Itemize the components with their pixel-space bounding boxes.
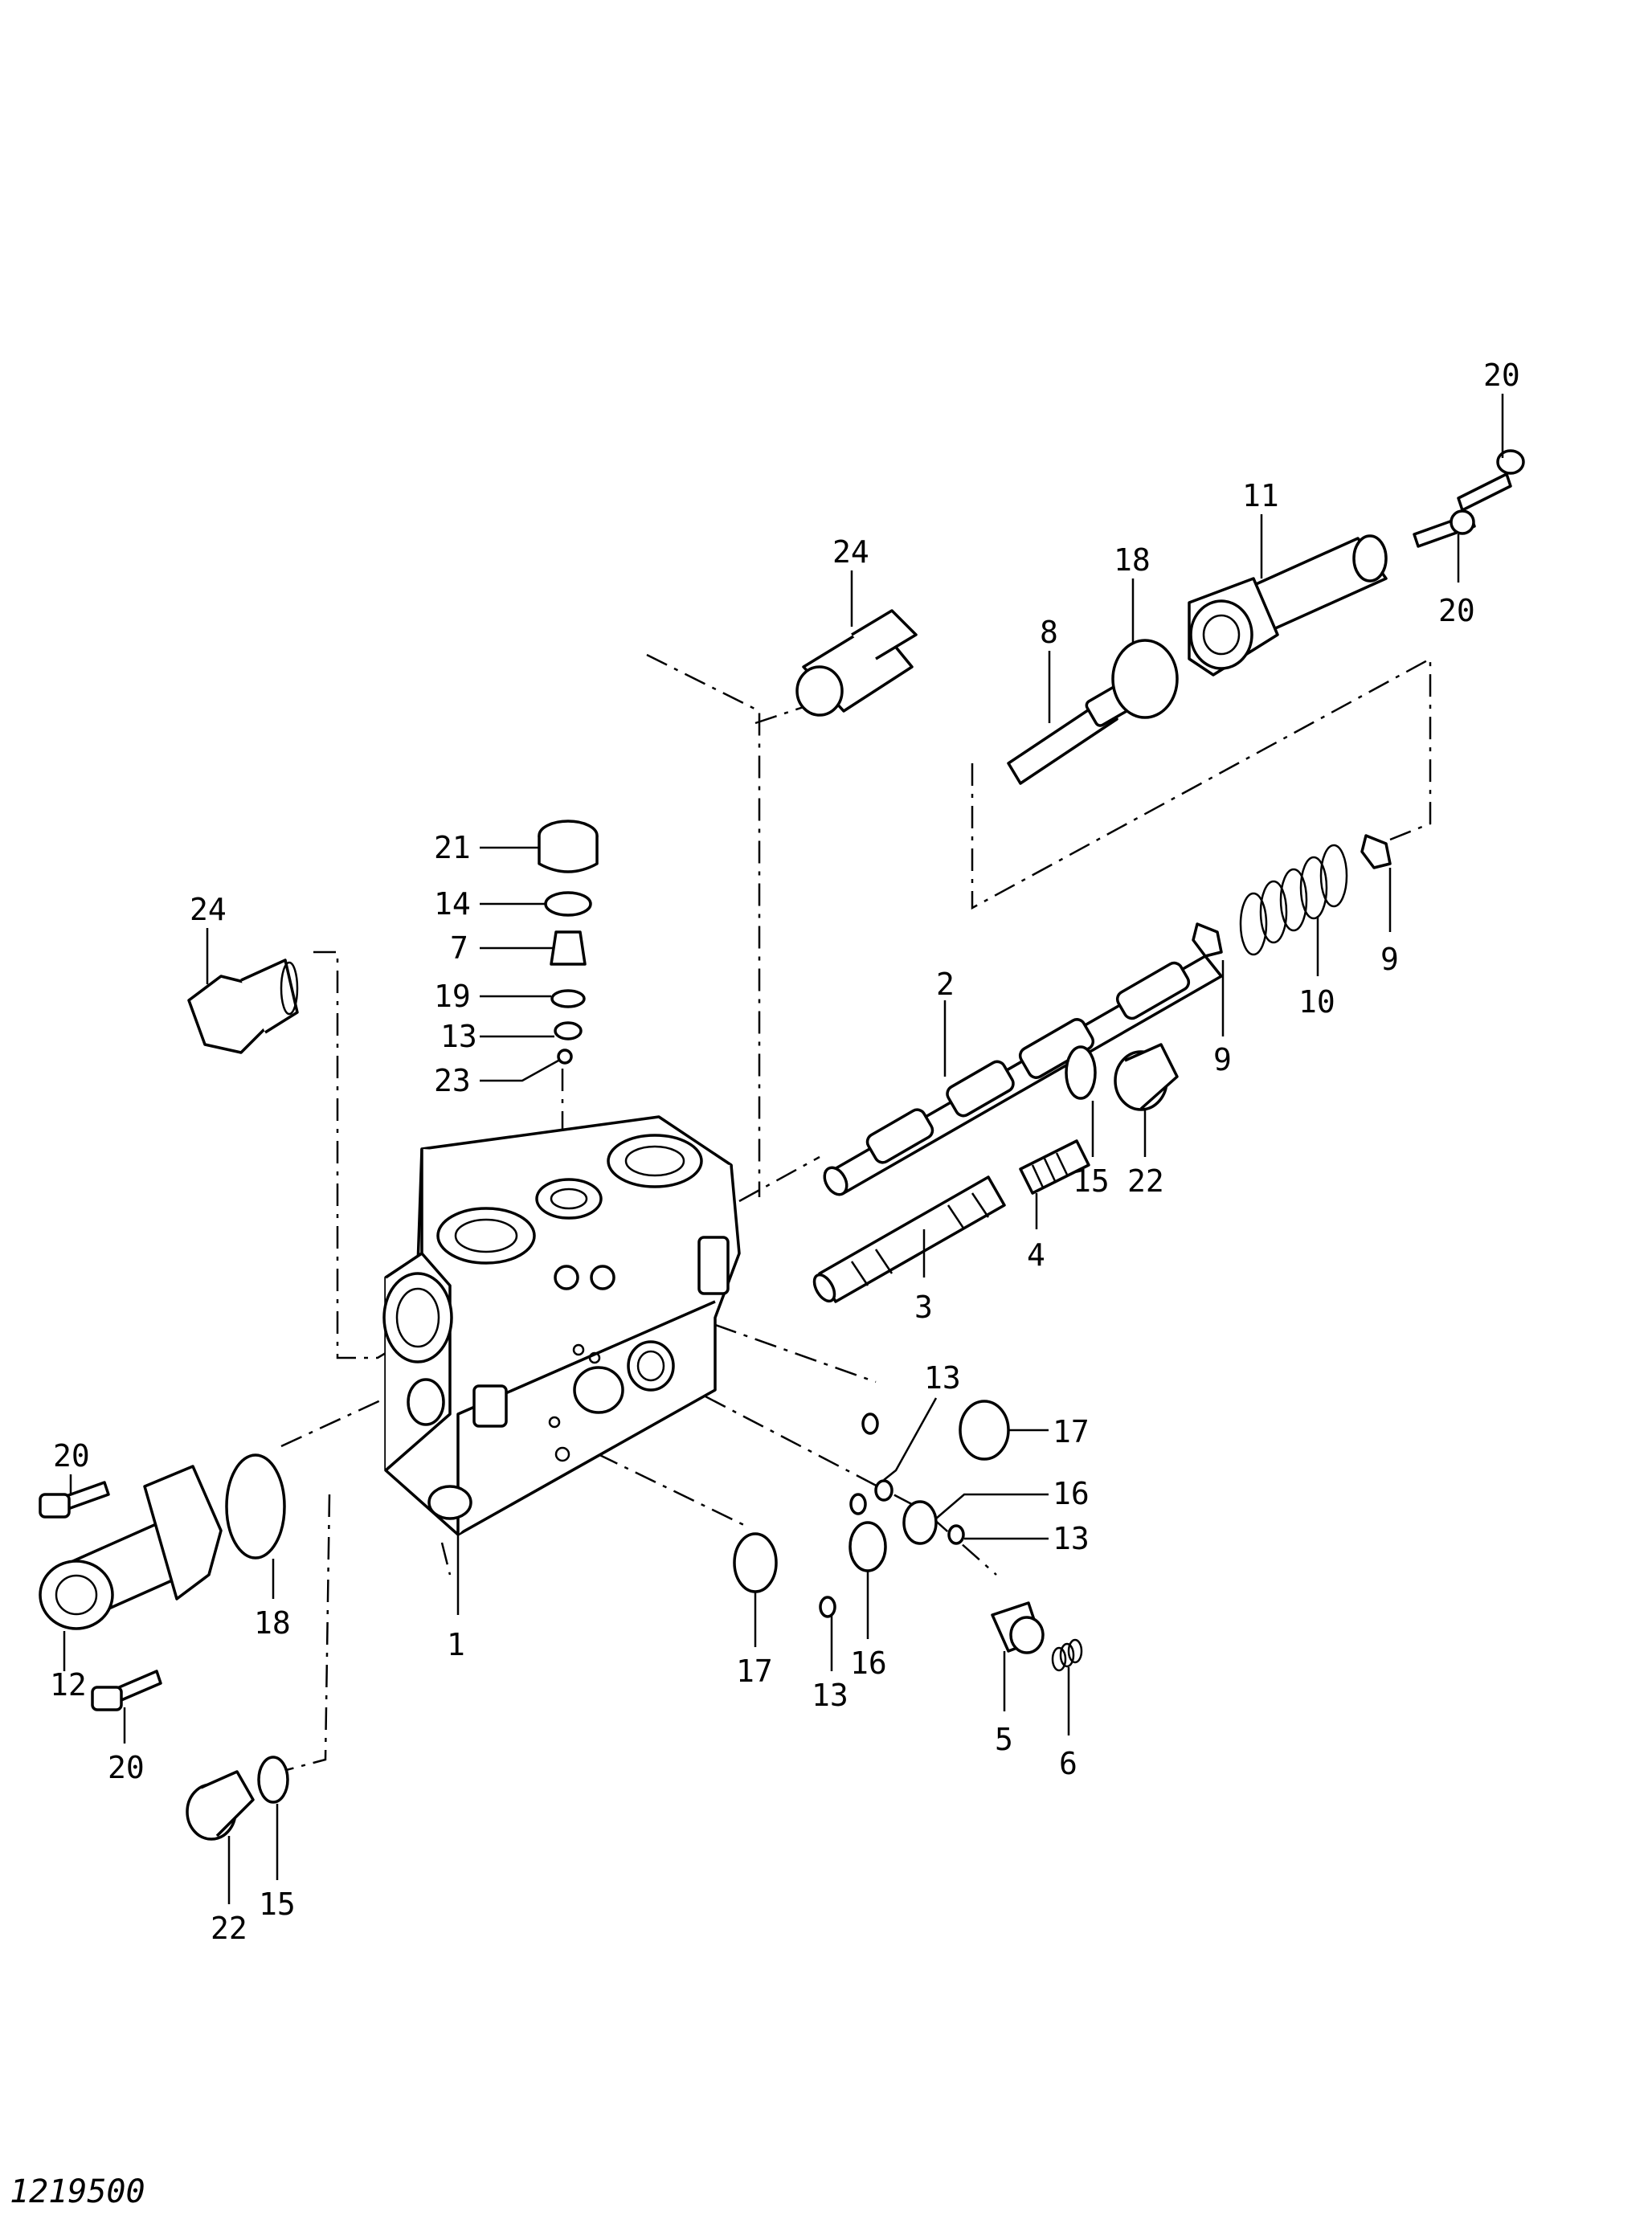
callout-9a: 9 xyxy=(1213,1042,1232,1077)
callouts: 1 2 3 4 5 6 7 8 9 9 10 11 12 13 13 13 13… xyxy=(50,358,1520,1946)
callout-15b: 15 xyxy=(259,1887,296,1922)
callout-13b: 13 xyxy=(1053,1521,1090,1556)
spring-6 xyxy=(1051,1638,1083,1672)
callout-19: 19 xyxy=(434,979,471,1014)
o-ring-17-lower xyxy=(733,1532,778,1593)
plug-upper xyxy=(795,609,918,717)
callout-22b: 22 xyxy=(211,1911,247,1946)
callout-18b: 18 xyxy=(254,1605,291,1641)
plug-left xyxy=(187,959,299,1054)
o-ring-18-upper xyxy=(1111,639,1179,719)
o-ring-15-upper xyxy=(1065,1045,1097,1100)
callout-24a: 24 xyxy=(832,534,869,570)
drawing-number: 1219500 xyxy=(10,2173,145,2210)
callout-13c: 13 xyxy=(812,1678,848,1713)
leader-lines xyxy=(63,394,1504,1904)
o-ring-18-left xyxy=(225,1453,286,1560)
callout-10: 10 xyxy=(1298,984,1335,1020)
spring-small xyxy=(1019,1139,1090,1195)
pilot-stack xyxy=(538,820,599,1065)
callout-13a: 13 xyxy=(924,1360,961,1396)
callout-12: 12 xyxy=(50,1667,87,1703)
spool xyxy=(823,955,1223,1196)
callout-16a: 16 xyxy=(1053,1476,1090,1511)
plug-22-lower xyxy=(186,1770,255,1841)
plug-22-upper xyxy=(1114,1043,1179,1111)
callout-6: 6 xyxy=(1059,1746,1077,1781)
washer-9-right xyxy=(1360,834,1392,869)
o-ring-16-right xyxy=(902,1500,938,1545)
callout-20c: 20 xyxy=(53,1438,90,1474)
callout-24b: 24 xyxy=(190,892,227,927)
callout-17a: 17 xyxy=(1053,1414,1090,1449)
callout-1: 1 xyxy=(447,1627,465,1662)
o-ring-15-lower xyxy=(257,1756,289,1804)
spool-end-piece xyxy=(812,1175,1006,1303)
o-ring-13-a xyxy=(861,1412,879,1435)
callout-13d: 13 xyxy=(440,1019,477,1054)
bolts-20 xyxy=(39,449,1525,1711)
callout-16b: 16 xyxy=(850,1645,887,1681)
callout-2: 2 xyxy=(936,967,955,1002)
callout-14: 14 xyxy=(434,886,471,922)
o-ring-13-e xyxy=(819,1596,836,1618)
o-ring-13-b xyxy=(849,1493,867,1515)
callout-15a: 15 xyxy=(1073,1163,1110,1199)
left-cap xyxy=(39,1465,223,1630)
callout-20b: 20 xyxy=(1438,593,1475,628)
callout-7: 7 xyxy=(450,930,468,966)
poppet-5 xyxy=(991,1601,1045,1654)
callout-21: 21 xyxy=(434,830,471,865)
o-ring-16-lower xyxy=(848,1521,887,1572)
o-ring-13-d xyxy=(947,1524,965,1545)
washer-9-left xyxy=(1192,922,1223,958)
callout-9b: 9 xyxy=(1380,942,1399,977)
callout-17b: 17 xyxy=(736,1654,773,1689)
callout-20d: 20 xyxy=(108,1750,145,1785)
callout-18a: 18 xyxy=(1114,542,1151,578)
callout-22a: 22 xyxy=(1127,1163,1164,1199)
callout-3: 3 xyxy=(914,1290,933,1325)
o-ring-13-c xyxy=(874,1479,893,1502)
o-ring-17-right xyxy=(959,1400,1010,1461)
pilot-cap xyxy=(1188,534,1388,677)
callout-23: 23 xyxy=(434,1063,471,1098)
callout-4: 4 xyxy=(1027,1237,1045,1273)
callout-11: 11 xyxy=(1242,478,1279,513)
callout-8: 8 xyxy=(1040,615,1058,650)
callout-20a: 20 xyxy=(1483,358,1520,393)
valve-body xyxy=(382,1115,741,1536)
spring-large xyxy=(1239,844,1348,956)
callout-5: 5 xyxy=(995,1722,1013,1757)
